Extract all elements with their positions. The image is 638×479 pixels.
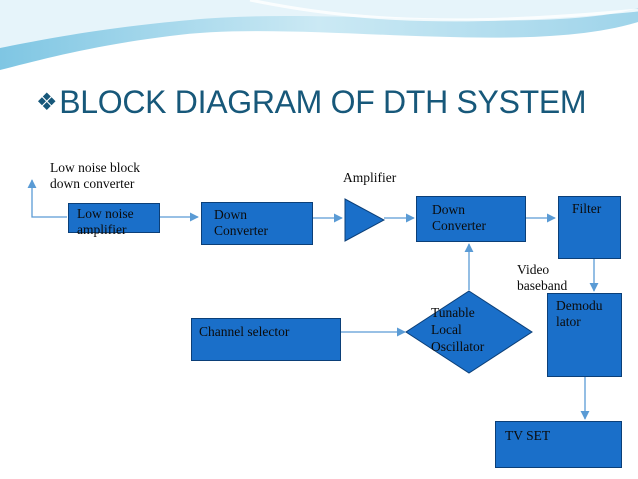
down-converter-block-2: Down Converter <box>416 196 526 242</box>
down-converter-block-1: Down Converter <box>201 202 313 245</box>
lnb-input-line <box>27 179 67 218</box>
tunable-local-oscillator-label: Tunable Local Oscillator <box>431 305 485 354</box>
video-baseband-label: Video baseband <box>517 262 568 293</box>
page-title-text: BLOCK DIAGRAM OF DTH SYSTEM <box>59 84 587 120</box>
page-title: ❖BLOCK DIAGRAM OF DTH SYSTEM <box>36 84 587 121</box>
low-noise-amplifier-block: Low noise amplifier <box>68 203 160 237</box>
channel-selector-block: Channel selector <box>191 318 341 361</box>
oscillator-diamond <box>405 290 533 374</box>
header-wave <box>0 0 638 70</box>
demodulator-block: Demodu lator <box>547 293 622 377</box>
filter-block: Filter <box>558 196 621 259</box>
lnb-label: Low noise block down converter <box>50 160 140 191</box>
amplifier-triangle <box>344 198 386 242</box>
amplifier-label: Amplifier <box>343 170 397 185</box>
diamond-bullet-icon: ❖ <box>36 89 58 116</box>
tv-set-block: TV SET <box>495 421 622 468</box>
